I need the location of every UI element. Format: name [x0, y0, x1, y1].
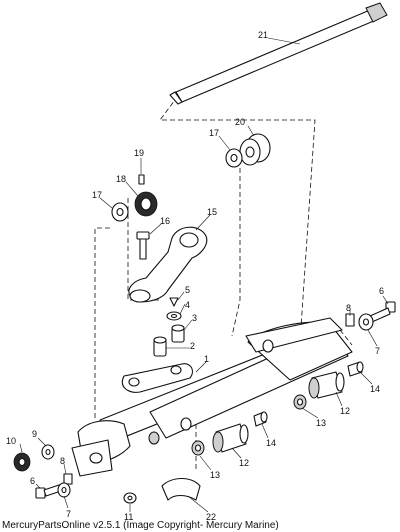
part-16-bolt: [136, 231, 150, 260]
callout-14-right: 14: [370, 384, 380, 394]
callout-17-left: 17: [92, 190, 102, 200]
part-1-cylinder: [71, 317, 353, 477]
callout-7-right: 7: [375, 346, 380, 356]
part-20-bushing: [239, 133, 271, 166]
part-11-nut: [123, 492, 137, 504]
part-3-fitting: [171, 324, 185, 343]
callout-2: 2: [190, 341, 195, 351]
callout-6-right: 6: [379, 286, 384, 296]
callout-16: 16: [160, 216, 170, 226]
callout-14-lower: 14: [266, 438, 276, 448]
part-22-cover: [161, 477, 201, 501]
part-18-bushing: [134, 191, 158, 217]
callout-20: 20: [235, 117, 245, 127]
callout-18: 18: [116, 174, 126, 184]
callout-10: 10: [6, 436, 16, 446]
part-14-plug-right: [347, 361, 364, 377]
part-10-nut: [13, 452, 31, 472]
part-17-washer-left: [111, 202, 129, 222]
part-5-screw: [169, 297, 179, 307]
callout-4: 4: [185, 300, 190, 310]
callout-19: 19: [134, 148, 144, 158]
callout-12-right: 12: [340, 406, 350, 416]
part-19-fitting: [138, 174, 145, 185]
callout-13-right: 13: [316, 418, 326, 428]
part-12-valve-right: [308, 371, 345, 399]
part-8-pin-left: [63, 473, 73, 485]
part-12-valve-lower: [212, 423, 249, 453]
copyright-footer: MercuryPartsOnline v2.5.1 (Image Copyrig…: [2, 520, 279, 531]
part-14-plug-lower: [253, 411, 268, 427]
callout-15: 15: [207, 207, 217, 217]
callout-9: 9: [32, 429, 37, 439]
part-21-tube: [169, 2, 388, 105]
assembly-guides: [94, 95, 353, 470]
part-17-washer-upper: [225, 148, 243, 168]
part-7-locknut-left: [57, 482, 71, 498]
callout-22: 22: [206, 512, 216, 522]
part-8-pin-right: [345, 313, 355, 327]
callout-21: 21: [258, 30, 268, 40]
callout-5: 5: [185, 285, 190, 295]
callout-labels: 21 20 17 19 18 17 16 15 5 4 3 2 1 6 8 7 …: [6, 30, 384, 522]
part-15-steering-arm: [128, 226, 208, 303]
part-7-locknut-right: [358, 313, 374, 331]
callout-8-left: 8: [60, 456, 65, 466]
part-6-bolt: [369, 301, 396, 323]
part-9-washer: [41, 444, 55, 460]
callout-12-lower: 12: [239, 458, 249, 468]
callout-7-left: 7: [66, 509, 71, 519]
callout-3: 3: [192, 313, 197, 323]
leader-lines: [19, 37, 389, 513]
part-13-nut-lower: [191, 440, 205, 456]
callout-8-right: 8: [346, 303, 351, 313]
callout-11: 11: [124, 512, 133, 522]
callout-17-upper: 17: [209, 128, 219, 138]
link-plate: [122, 363, 193, 393]
callout-6-left: 6: [30, 476, 35, 486]
callout-1: 1: [204, 354, 209, 364]
part-4-washer: [166, 311, 182, 321]
part-2-fitting: [153, 336, 167, 357]
part-13-nut-right: [293, 394, 307, 410]
callout-13-lower: 13: [210, 470, 220, 480]
